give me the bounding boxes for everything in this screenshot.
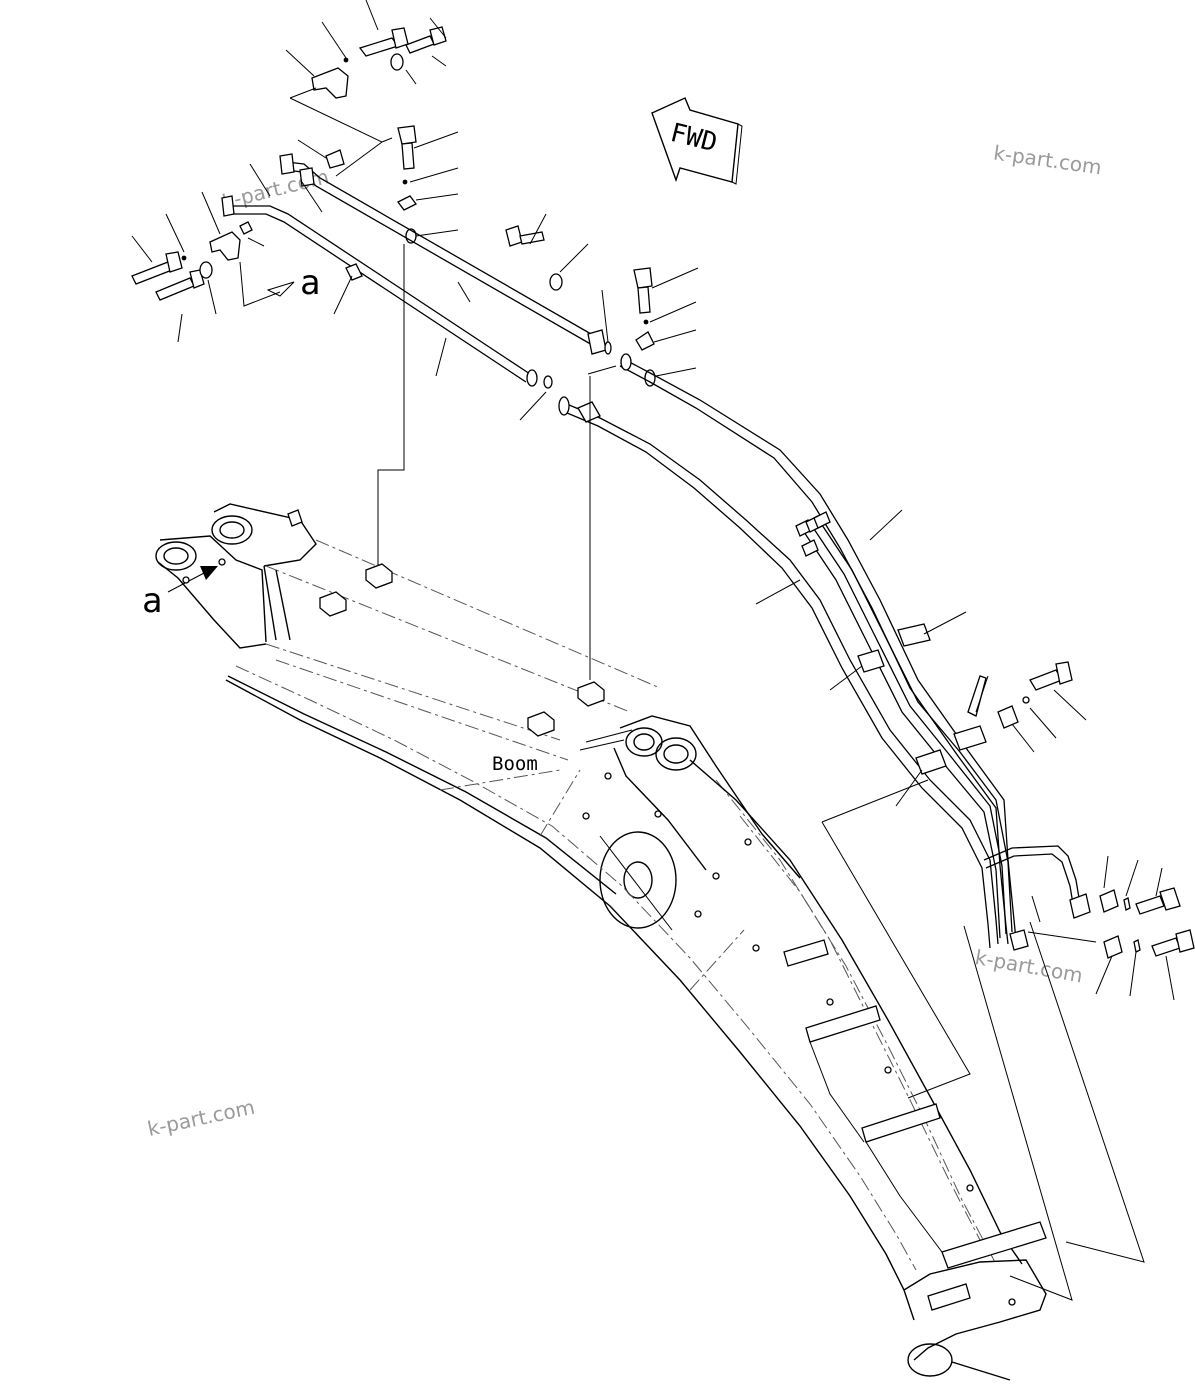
- washer-icon: [549, 273, 563, 291]
- pipe-upper-left: [221, 195, 553, 421]
- bolt-icon: [131, 251, 183, 285]
- clamp-plate-icon: [311, 67, 349, 99]
- left-hardware-group: a: [131, 191, 320, 343]
- watermark-bottom-left: k-part.com: [145, 1095, 257, 1141]
- top-hardware-group: [285, 0, 447, 177]
- fwd-arrow: FWD: [651, 97, 743, 185]
- bolt-icon: [505, 225, 545, 247]
- watermark-top-right: k-part.com: [992, 141, 1103, 180]
- detail-a-label-boom: a: [142, 581, 162, 621]
- bolt-icon: [405, 26, 447, 54]
- pipe-upper-right: [249, 139, 612, 355]
- boom-label: Boom: [492, 753, 538, 775]
- washer-icon: [199, 261, 213, 279]
- washer-icon: [390, 53, 404, 71]
- right-side-hardware: [997, 661, 1195, 1001]
- bolt-icon: [155, 269, 205, 301]
- fwd-label: FWD: [667, 118, 720, 158]
- right-upper-hardware: [633, 267, 699, 387]
- clamp-plate-icon: [209, 231, 241, 261]
- lock-washer-icon: [343, 57, 349, 63]
- bolt-icon: [1029, 661, 1073, 691]
- boom: Boom a: [142, 503, 1047, 1381]
- mid-hardware-group: [505, 213, 589, 291]
- center-bolt-stack: [397, 125, 459, 244]
- pipe-bundle-main: [558, 353, 1091, 951]
- assembly-leader-lines: [377, 244, 1145, 1301]
- watermark-mid-right: k-part.com: [973, 945, 1084, 988]
- bolt-icon: [358, 27, 409, 57]
- detail-a-label-top: a: [300, 263, 320, 303]
